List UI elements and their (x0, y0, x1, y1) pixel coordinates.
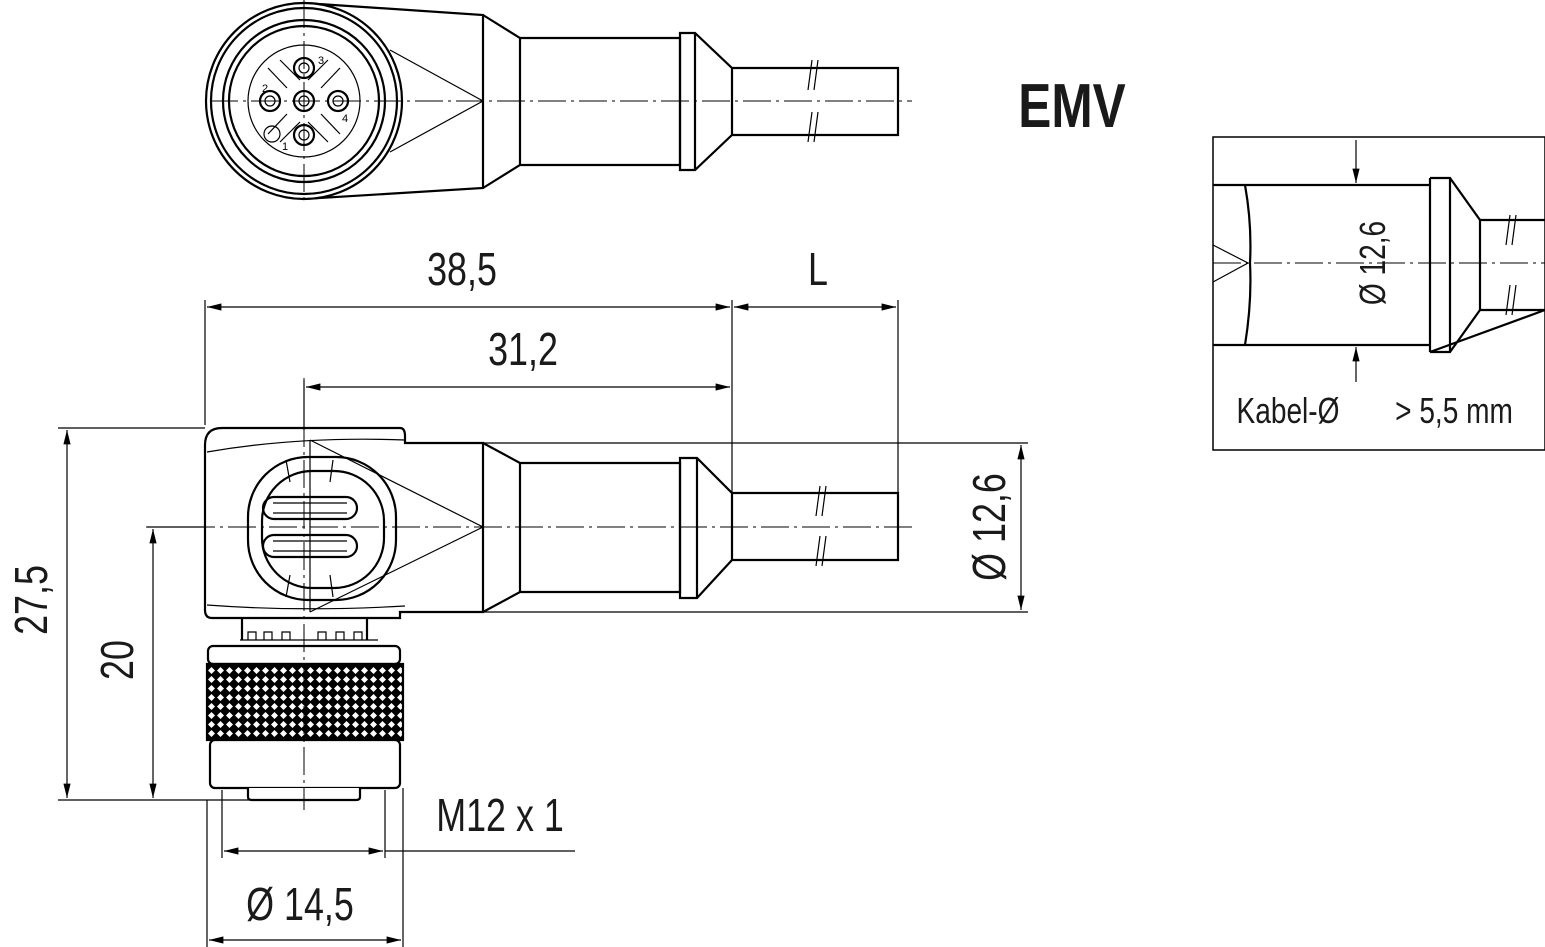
pin-number: 1 (282, 141, 288, 153)
inset-diameter: Ø 12,6 (1353, 221, 1393, 305)
pin-number: 2 (262, 83, 268, 95)
dimension-lines (58, 300, 1028, 947)
dim-body-length: 31,2 (488, 324, 558, 375)
side-view (146, 378, 912, 810)
cable-diameter-value: > 5,5 mm (1395, 391, 1513, 431)
cable-detail-inset (1212, 136, 1545, 451)
dim-overall-length: 38,5 (427, 244, 497, 295)
dim-thread: M12 x 1 (436, 790, 564, 841)
coupling-nut (205, 618, 405, 802)
pin-number: 3 (318, 55, 324, 67)
emv-title: EMV (1018, 71, 1126, 141)
cable-diameter-label: Kabel-Ø (1237, 391, 1340, 431)
dim-body-diameter: Ø 12,6 (964, 473, 1015, 581)
dim-cable-length: L (808, 244, 828, 295)
top-view: 1 2 3 4 (204, 0, 912, 205)
dim-total-height: 27,5 (6, 565, 57, 635)
pin-number: 4 (342, 113, 348, 125)
dim-nut-diameter: Ø 14,5 (246, 879, 354, 930)
dim-axis-height: 20 (92, 640, 143, 680)
